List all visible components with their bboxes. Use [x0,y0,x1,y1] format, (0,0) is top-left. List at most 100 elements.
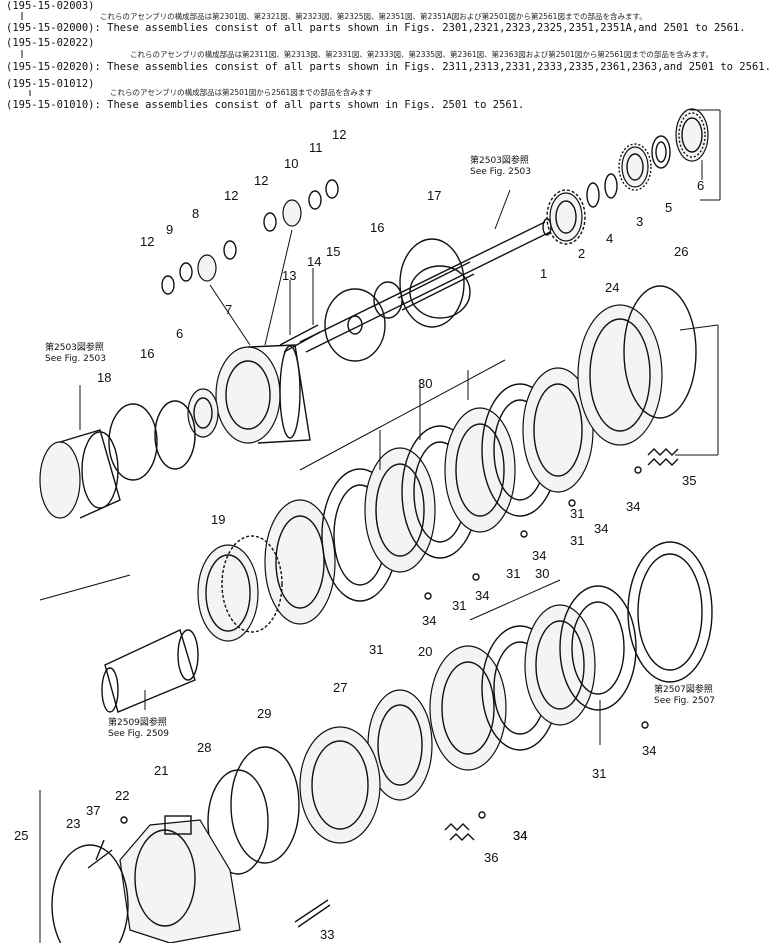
callout: 22 [115,788,129,803]
ref-en: See Fig. 2503 [470,167,531,177]
callout: 15 [326,244,340,259]
callout: 12 [224,188,238,203]
callout: 8 [192,206,199,221]
assembly-line-4: (195-15-02020): These assemblies consist… [6,61,771,73]
callout: 23 [66,816,80,831]
hub-19 [197,535,283,642]
callout: 34 [422,613,436,628]
bearing-3 [618,143,652,191]
callout: 3 [636,214,643,229]
housing-21 [119,815,241,943]
snap-ring-16-upper [373,281,403,319]
washer-34-d [568,499,576,507]
carrier-7 [215,344,311,444]
callout: 31 [570,533,584,548]
callout: 14 [307,254,321,269]
plate-27 [299,726,381,844]
seal-26 [623,285,697,419]
callout: 20 [418,644,432,659]
ref-jp: 第2509図参照 [108,716,167,728]
piston-plate-24 [577,304,663,446]
ref-en: See Fig. 2507 [654,696,715,706]
washer-22 [120,816,128,824]
assembly-code-1: (195-15-02003) [6,0,95,12]
washer-34-c [520,530,528,538]
ring-4 [604,173,618,199]
ring-28 [207,769,269,875]
callout: 34 [513,828,527,843]
callout: 12 [140,234,154,249]
callout: 2 [578,246,585,261]
bearing-8 [197,254,217,282]
washer-34-e [641,721,649,729]
clutch-pack-lower [429,585,637,771]
callout: 28 [197,740,211,755]
ring-25 [51,844,129,943]
callout-labels: 1 2 3 4 5 6 6 7 8 9 10 11 12 12 12 12 13… [14,127,704,942]
ref-en: See Fig. 2503 [45,354,106,364]
callout: 29 [257,706,271,721]
callout: 34 [626,499,640,514]
callout: 34 [594,521,608,536]
main-shaft [299,189,552,353]
bolt-37 [95,839,105,861]
seal-ring-17 [399,238,465,328]
callout: 34 [642,743,656,758]
assembly-code-5: (195-15-01012) [6,78,95,90]
callout: 30 [535,566,549,581]
ring-5 [651,135,671,169]
clutch-pack-upper [264,367,594,625]
callout: 19 [211,512,225,527]
disc-15 [324,288,386,362]
assembly-code-3: (195-15-02022) [6,37,95,49]
callout: 30 [418,376,432,391]
input-shaft-lower [39,574,199,713]
springs-35 [634,448,679,474]
ref-jp: 第2503図参照 [470,154,529,166]
ring-12-b [223,240,237,260]
spacer-11 [308,190,322,210]
bearing-10 [282,199,302,227]
callout: 33 [320,927,334,942]
bearing-6-left [187,388,219,438]
callout: 37 [86,803,100,818]
callout: 34 [513,828,527,843]
assembly-line-6: (195-15-01010): These assemblies consist… [6,99,525,111]
callout: 11 [309,140,323,155]
exploded-transmission-diagram: 1 2 3 4 5 6 6 7 8 9 10 11 12 12 12 12 13… [14,12,721,943]
callout: 6 [176,326,183,341]
callout: 34 [475,588,489,603]
outer-ring-2507 [627,541,713,683]
callout: 31 [452,598,466,613]
ref-en: See Fig. 2509 [108,729,169,739]
ring-gear-18 [39,429,121,519]
callout: 31 [570,506,584,521]
callout: 5 [665,200,672,215]
spacer-9 [179,262,193,282]
callout: 25 [14,828,28,843]
ref-jp: 第2507図参照 [654,683,713,695]
callout: 27 [333,680,347,695]
washer-34-b [472,573,480,581]
snap-ring-2 [586,182,600,208]
callout: 10 [284,156,298,171]
ring-12-c [263,212,277,232]
callout: 31 [592,766,606,781]
assembly-line-2: (195-15-02000): These assemblies consist… [6,22,746,34]
seal-ring-18 [108,403,158,481]
callout: 1 [540,266,547,281]
callout: 12 [332,127,346,142]
pin-33 [294,899,331,928]
jp-note-1: これらのアセンブリの構成部品は第2301図、第2321図、第2323図、第232… [100,12,647,21]
callout: 12 [254,173,268,188]
callout: 34 [532,548,546,563]
pin-13 [279,268,321,353]
gear-1 [546,189,586,245]
jp-note-3: これらのアセンブリの構成部品は第2501図から2561図までの部品を含みます [110,88,373,97]
callout: 4 [606,231,613,246]
snap-ring-16-lower [154,400,196,470]
ref-jp: 第2503図参照 [45,341,104,353]
ring-12-a [161,275,175,295]
parts-catalog-page: (195-15-02003) (195-15-02000): These ass… [6,0,771,943]
ring-29 [230,746,300,864]
